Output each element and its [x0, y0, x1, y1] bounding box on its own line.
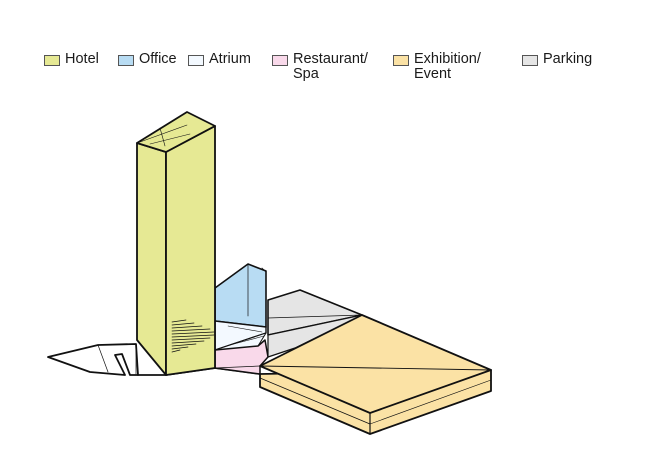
atrium-swatch	[188, 55, 204, 66]
legend-label-restaurant-spa: Restaurant/ Spa	[293, 51, 368, 82]
exhibition-event-block	[259, 314, 492, 435]
legend-item-restaurant-spa: Restaurant/ Spa	[272, 52, 368, 82]
restaurant-spa-swatch	[272, 55, 288, 66]
legend-item-office: Office	[118, 52, 177, 67]
legend-label-exhibition-event: Exhibition/ Event	[414, 51, 481, 82]
hotel-tower	[136, 111, 216, 376]
hotel-hatching	[171, 319, 215, 353]
legend-label-hotel: Hotel	[65, 51, 99, 67]
exhibition-event-swatch	[393, 55, 409, 66]
parking-swatch	[522, 55, 538, 66]
legend-label-parking: Parking	[543, 51, 593, 67]
legend-label-atrium: Atrium	[209, 51, 251, 67]
legend-item-parking: Parking	[522, 52, 592, 67]
legend-item-atrium: Atrium	[188, 52, 251, 67]
legend-item-hotel: Hotel	[44, 52, 99, 67]
office-block	[214, 263, 267, 328]
legend-label-office: Office	[139, 51, 177, 67]
office-swatch	[118, 55, 134, 66]
restaurant-spa-block	[214, 339, 269, 375]
hotel-swatch	[44, 55, 60, 66]
legend: Hotel Office Atrium Restaurant/ Spa Exhi…	[0, 52, 650, 92]
legend-item-exhibition-event: Exhibition/ Event	[393, 52, 481, 82]
